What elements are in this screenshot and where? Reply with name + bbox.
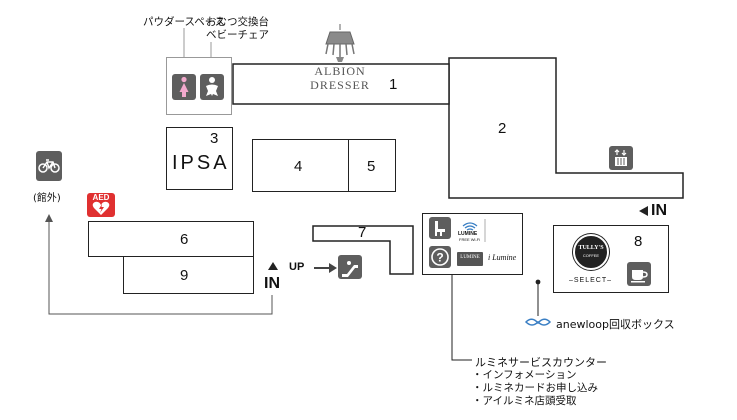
in-up-triangle — [268, 262, 278, 270]
anewloop-dot — [535, 279, 541, 285]
store-8-number: 8 — [634, 233, 643, 250]
bike-path-arrow — [45, 214, 53, 222]
store-9 — [123, 256, 254, 294]
service-item-info: ・インフォメーション — [472, 369, 577, 381]
service-counter-title: ルミネサービスカウンター — [475, 356, 607, 369]
coffee-cup-icon — [631, 270, 648, 283]
in-right-label: IN — [651, 202, 667, 219]
anewloop-label[interactable]: anewloop回収ボックス — [556, 318, 675, 331]
store-1-outline — [232, 63, 450, 105]
store-2-outline — [448, 57, 684, 199]
lumine-free-text: LUMINE — [458, 231, 478, 237]
service-leader-line — [451, 274, 472, 361]
in-bottom-label: IN — [264, 275, 280, 292]
escalator-icon — [342, 261, 358, 277]
tullys-coffee-text: COFFEE — [582, 253, 600, 258]
lumine-card-text: LUMINE — [460, 255, 480, 260]
woman-icon — [179, 76, 189, 97]
powder-room-icon — [172, 74, 196, 100]
tullys-logo: TULLY'S COFFEE — [573, 234, 609, 270]
tullys-select-text: –SELECT– — [569, 277, 613, 284]
powder-space-label: パウダースペース — [143, 16, 226, 28]
bike-caption: (館外) — [33, 193, 61, 204]
in-left-triangle — [639, 206, 648, 216]
store-3-number: 3 — [210, 130, 219, 147]
store-6 — [88, 221, 254, 257]
cafe-sign — [627, 262, 651, 286]
bicycle-parking-sign — [36, 151, 62, 181]
store-5 — [348, 139, 396, 192]
chair-icon — [435, 221, 445, 236]
chandelier-icon — [325, 24, 355, 62]
heart-bolt-icon — [92, 201, 110, 215]
aed-label: AED — [92, 193, 110, 202]
svg-text:?: ? — [436, 251, 443, 265]
albion-dresser-logo: ALBION DRESSER — [300, 22, 380, 104]
up-arrow — [329, 263, 337, 273]
up-label: UP — [289, 261, 305, 273]
store-7-outline — [312, 225, 414, 275]
escalator-sign — [338, 255, 362, 279]
ipsa-logo: IPSA — [172, 152, 230, 174]
store-1-number: 1 — [389, 76, 398, 93]
baby-icon — [206, 77, 218, 96]
dresser-text: DRESSER — [310, 78, 370, 92]
service-item-pickup: ・アイルミネ店頭受取 — [472, 395, 577, 407]
question-icon: ? — [431, 248, 449, 266]
free-wifi-text: FREE Wi-Fi — [459, 237, 481, 242]
store-7-number: 7 — [358, 224, 367, 241]
information-sign: ? — [429, 246, 451, 268]
aed-sign: AED — [87, 193, 115, 217]
elevator-icon — [614, 149, 627, 166]
bike-path-line — [48, 215, 273, 315]
store-4 — [252, 139, 349, 192]
store-6-number: 6 — [180, 231, 189, 248]
store-3 — [166, 127, 233, 190]
diaper-label: おむつ交換台 — [206, 16, 269, 28]
baby-care-icon — [200, 74, 224, 100]
store-5-number: 5 — [367, 158, 376, 175]
tullys-text: TULLY'S — [578, 245, 604, 251]
store-9-number: 9 — [180, 267, 189, 284]
store-2-number: 2 — [498, 120, 507, 137]
service-item-card: ・ルミネカードお申し込み — [472, 382, 598, 394]
i-lumine-logo: i Lumine — [488, 253, 517, 262]
elevator-sign — [609, 146, 633, 170]
store-4-number: 4 — [294, 158, 303, 175]
baby-chair-label: ベビーチェア — [206, 29, 269, 41]
albion-text: ALBION — [314, 64, 366, 78]
bicycle-icon — [38, 159, 60, 173]
lumine-card-logo: LUMINE — [457, 252, 483, 266]
service-stool-sign — [429, 217, 451, 239]
